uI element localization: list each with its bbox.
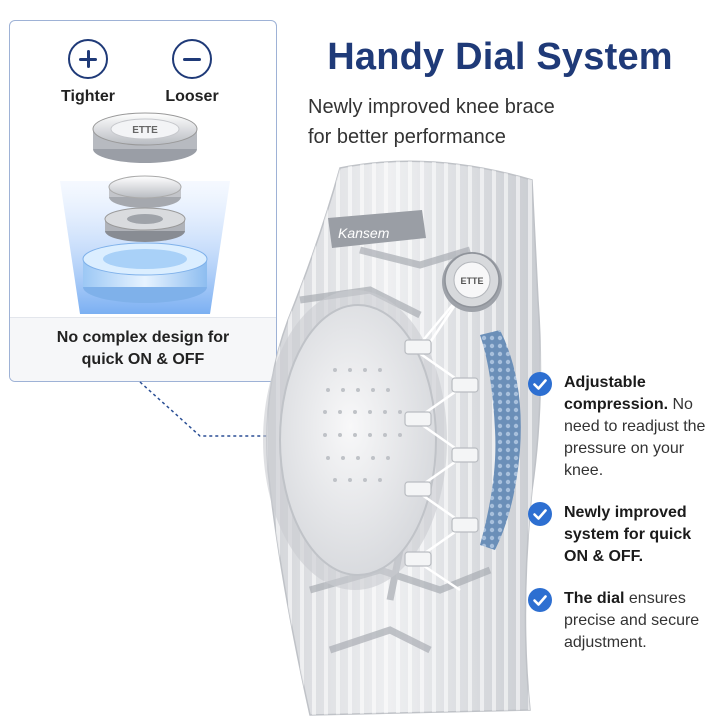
dial-knob: ETTE — [442, 252, 502, 312]
mesh-panel — [480, 330, 521, 550]
subtitle: Newly improved knee brace for better per… — [308, 92, 668, 152]
lacing-system — [404, 289, 479, 592]
dial-detail-card: Tighter Looser — [9, 20, 277, 382]
feature-item-1: Adjustable compression. No need to readj… — [528, 372, 714, 482]
dial-cap-brand: ETTE — [132, 125, 158, 136]
feature-item-2: Newly improved system for quick ON & OFF… — [528, 502, 714, 568]
feature-1-text: No need to readjust the pressure on your… — [564, 396, 706, 479]
brand-logo-text: Kansem — [338, 225, 390, 241]
brand-logo: Kansem — [328, 210, 426, 248]
page-title: Handy Dial System — [327, 36, 673, 78]
tighter-label: Tighter — [61, 88, 115, 105]
minus-icon — [172, 39, 212, 79]
caption-line-1: No complex design for — [56, 329, 230, 346]
plus-icon — [68, 39, 108, 79]
dial-knob-brand: ETTE — [460, 276, 483, 286]
tighter-control: Tighter — [48, 39, 128, 106]
dial-cap: ETTE — [92, 112, 198, 163]
dial-base — [82, 242, 208, 303]
card-caption: No complex design for quick ON & OFF — [10, 317, 276, 381]
exploded-dial-illustration: ETTE — [60, 112, 230, 314]
checkmark-icon — [528, 588, 552, 612]
subtitle-line-2: for better performance — [308, 126, 506, 148]
knee-brace-illustration: Kansem ETTE — [263, 160, 542, 716]
dial-gear — [104, 207, 186, 242]
feature-3-text: ensures precise and secure adjustment. — [564, 590, 700, 651]
feature-1-bold: Adjustable compression. — [564, 374, 669, 413]
looser-label: Looser — [165, 88, 219, 105]
kneecap-pad — [263, 290, 447, 590]
looser-control: Looser — [152, 39, 232, 106]
subtitle-line-1: Newly improved knee brace — [308, 96, 555, 118]
checkmark-icon — [528, 372, 552, 396]
dial-plate — [108, 175, 182, 208]
caption-line-2: quick ON & OFF — [81, 351, 205, 368]
feature-item-3: The dial ensures precise and secure adju… — [528, 588, 714, 654]
feature-3-bold: The dial — [564, 590, 625, 607]
checkmark-icon — [528, 502, 552, 526]
feature-2-bold: Newly improved system for quick ON & OFF… — [564, 504, 692, 565]
